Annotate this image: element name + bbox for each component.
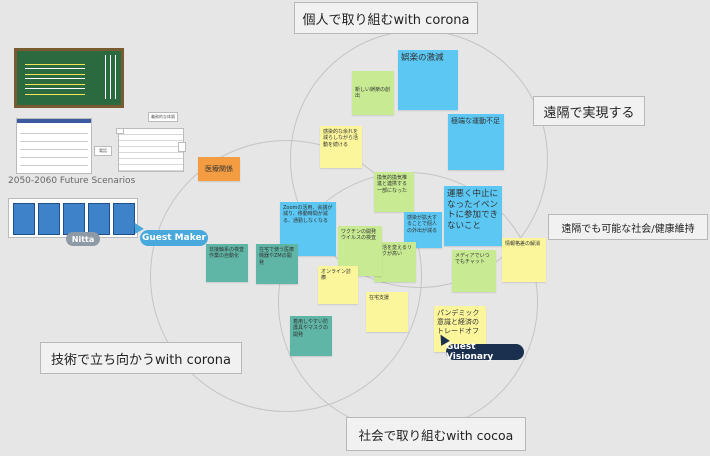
sticky-note-outdoor-guideline[interactable]: 換気的換気推進と連携する一部になった bbox=[374, 172, 414, 212]
cursor-guest-visionary: Guest Visionary bbox=[446, 342, 524, 362]
cursor-guest-maker: Guest Maker bbox=[140, 230, 208, 246]
sticky-note-medical[interactable]: 医療関係 bbox=[198, 157, 240, 181]
circle-label-tech: 技術で立ち向かうwith corona bbox=[40, 342, 242, 374]
sticky-note-home-support[interactable]: 在宅支援 bbox=[366, 292, 408, 332]
scenarios-title: 2050-2060 Future Scenarios bbox=[8, 176, 136, 186]
doc-small-box-2 bbox=[178, 142, 186, 152]
circle-label-individual: 個人で取り組むwith corona bbox=[294, 2, 478, 34]
doc-text-block bbox=[118, 128, 184, 172]
sticky-note-stockpile[interactable]: 情報格差の解消 bbox=[502, 238, 546, 282]
sticky-note-comfortable-mask[interactable]: 着用しやすい防護具やマスクの開発 bbox=[290, 316, 332, 356]
chalk-lines bbox=[25, 59, 85, 95]
circle-label-remote: 遠隔で実現する bbox=[533, 96, 645, 126]
sticky-note-online-medical[interactable]: オンライン診療 bbox=[318, 266, 358, 304]
doc-grid bbox=[20, 126, 88, 166]
sticky-note-remote-work[interactable]: Zoomの活用、会議が減り、移動時間が減る、通勤しなくなる bbox=[280, 202, 336, 256]
document-thumbnail[interactable] bbox=[16, 118, 92, 174]
sticky-note-new-entertainment[interactable]: 新しい娯楽の創出 bbox=[352, 71, 394, 115]
scenario-card bbox=[88, 203, 110, 235]
sticky-note-vaccine[interactable]: ワクチンの開発ウイルスの検査 bbox=[338, 226, 382, 276]
sticky-note-entertainment-decline[interactable]: 娯楽の激減 bbox=[398, 50, 458, 110]
sticky-note-reduce-risk[interactable]: 感染的な余れを減らしながら活動を続ける bbox=[320, 126, 362, 168]
chalkboard-surface bbox=[17, 51, 121, 105]
doc-small-box bbox=[116, 128, 124, 134]
scenario-card bbox=[13, 203, 35, 235]
sticky-note-lack-of-exercise[interactable]: 極端な運動不足 bbox=[448, 114, 504, 170]
doc-header bbox=[17, 119, 91, 123]
scenario-cards-panel[interactable] bbox=[8, 198, 138, 238]
circle-label-society: 社会で取り組むwith cocoa bbox=[346, 417, 526, 451]
sticky-note-media-response[interactable]: メディアでいつでもチャット bbox=[452, 250, 496, 292]
chalkboard-image[interactable] bbox=[14, 48, 124, 108]
scenario-card bbox=[38, 203, 60, 235]
sticky-note-tele-medicine[interactable]: 在宅で使う医療機器やZMの開発 bbox=[256, 244, 298, 284]
doc-label-box-1: 義務的な体調 bbox=[148, 112, 178, 122]
sticky-note-bad-event-cancel[interactable]: 運悪く中止になったイベントに参加できないこと bbox=[444, 186, 502, 246]
chalk-side-text bbox=[101, 55, 119, 99]
cursor-nitta: Nitta bbox=[66, 232, 100, 246]
scenario-card bbox=[63, 203, 85, 235]
doc-label-box-2: 電話 bbox=[94, 146, 112, 156]
sticky-note-pandemic-tradeoff[interactable]: パンデミック意識と経済のトレードオフ bbox=[434, 306, 486, 352]
sticky-note-teleworkers[interactable]: 非接触系の検査作業の自動化 bbox=[206, 244, 248, 282]
scenario-card bbox=[113, 203, 135, 235]
circle-label-health: 遠隔でも可能な社会/健康維持 bbox=[548, 214, 708, 240]
